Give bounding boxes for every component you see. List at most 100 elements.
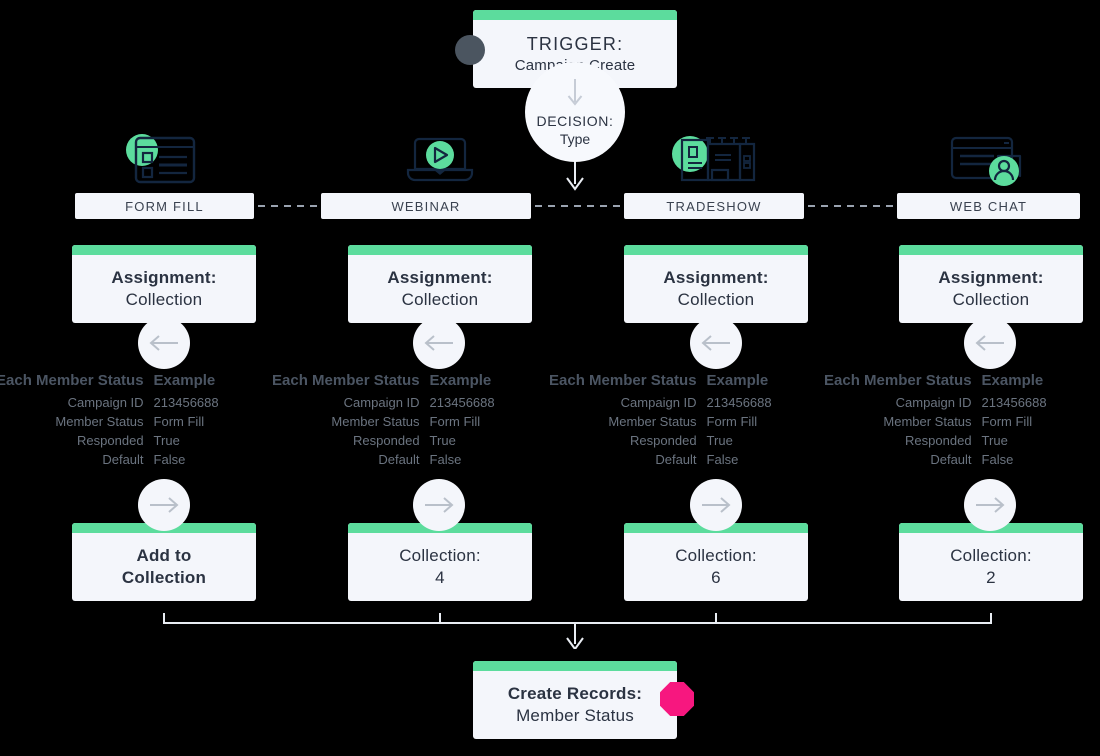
table-row: Responded True [272, 431, 495, 450]
channel-label-tradeshow[interactable]: TRADESHOW [624, 193, 804, 219]
table-header-field: Each Member Status [824, 372, 972, 389]
card-accent-bar [899, 245, 1083, 255]
output-subtitle: Collection [121, 568, 207, 587]
arrow-right-icon [976, 497, 1005, 513]
output-title: Collection: [675, 546, 757, 566]
arrow-left-icon [424, 335, 453, 351]
arrow-down-icon [567, 79, 583, 106]
table-cell-example: 213456688 [706, 395, 772, 410]
table-cell-field: Campaign ID [895, 395, 972, 410]
table-cell-field: Member Status [883, 414, 972, 429]
output-node-collection-4[interactable]: Collection: 4 [348, 523, 532, 601]
output-node-add-to-collection[interactable]: Add to Collection [72, 523, 256, 601]
card-accent-bar [473, 661, 677, 671]
assignment-subtitle: Collection [125, 290, 203, 309]
dashed-connector-1 [258, 205, 321, 207]
back-arrow-badge-form-fill[interactable] [138, 317, 190, 369]
output-subtitle: 2 [986, 568, 996, 587]
table-cell-field: Responded [905, 433, 972, 448]
dashed-connector-3 [808, 205, 893, 207]
table-header-field: Each Member Status [272, 372, 420, 389]
table-cell-example: Form Fill [981, 414, 1033, 429]
merge-line-1 [163, 597, 165, 623]
merge-down-arrow-icon [566, 622, 584, 651]
table-cell-example: Form Fill [429, 414, 481, 429]
assignment-title: Assignment: [387, 268, 493, 288]
forward-arrow-badge-form-fill[interactable] [138, 479, 190, 531]
card-accent-bar [72, 245, 256, 255]
tradeshow-booth-icon [672, 136, 756, 182]
table-header-example: Example [429, 372, 492, 389]
table-cell-field: Responded [77, 433, 144, 448]
back-arrow-badge-tradeshow[interactable] [690, 317, 742, 369]
channel-label-web-chat[interactable]: WEB CHAT [897, 193, 1080, 219]
create-records-node[interactable]: Create Records: Member Status [473, 661, 677, 739]
table-row: Default False [549, 450, 772, 469]
table-cell-example: True [981, 433, 1008, 448]
member-status-table-webinar: Each Member Status Example Campaign ID 2… [272, 371, 495, 469]
merge-line-2 [439, 597, 441, 623]
output-title: Collection: [950, 546, 1032, 566]
arrow-right-icon [150, 497, 179, 513]
table-cell-field: Responded [353, 433, 420, 448]
table-row: Campaign ID 213456688 [549, 393, 772, 412]
decision-title: DECISION: [536, 113, 614, 129]
merge-line-4 [990, 597, 992, 623]
table-row: Member Status Form Fill [549, 412, 772, 431]
forward-arrow-badge-web-chat[interactable] [964, 479, 1016, 531]
decision-node[interactable]: DECISION: Type [525, 62, 625, 162]
assignment-node-tradeshow[interactable]: Assignment: Collection [624, 245, 808, 323]
arrow-left-icon [975, 335, 1004, 351]
output-title: Add to [136, 546, 192, 566]
output-subtitle: 6 [711, 568, 721, 587]
dashed-connector-2 [535, 205, 620, 207]
table-cell-example: False [706, 452, 739, 467]
card-accent-bar [473, 10, 677, 20]
table-cell-field: Campaign ID [620, 395, 697, 410]
table-cell-field: Campaign ID [343, 395, 420, 410]
table-row: Member Status Form Fill [272, 412, 495, 431]
assignment-node-web-chat[interactable]: Assignment: Collection [899, 245, 1083, 323]
table-header-example: Example [153, 372, 216, 389]
table-header-field: Each Member Status [549, 372, 697, 389]
table-cell-example: Form Fill [153, 414, 205, 429]
back-arrow-badge-webinar[interactable] [413, 317, 465, 369]
table-row: Default False [824, 450, 1047, 469]
table-header-example: Example [981, 372, 1044, 389]
output-node-collection-2[interactable]: Collection: 2 [899, 523, 1083, 601]
table-cell-field: Member Status [55, 414, 144, 429]
forward-arrow-badge-webinar[interactable] [413, 479, 465, 531]
table-cell-field: Member Status [608, 414, 697, 429]
table-cell-example: False [153, 452, 186, 467]
card-accent-bar [624, 245, 808, 255]
table-header-field: Each Member Status [0, 372, 144, 389]
table-row: Member Status Form Fill [824, 412, 1047, 431]
final-title: Create Records: [507, 684, 643, 704]
form-fill-icon [126, 134, 196, 184]
table-cell-field: Member Status [331, 414, 420, 429]
output-node-collection-6[interactable]: Collection: 6 [624, 523, 808, 601]
assignment-subtitle: Collection [677, 290, 755, 309]
card-accent-bar [348, 245, 532, 255]
forward-arrow-badge-tradeshow[interactable] [690, 479, 742, 531]
merge-line-3 [715, 597, 717, 623]
table-row: Responded True [824, 431, 1047, 450]
assignment-node-webinar[interactable]: Assignment: Collection [348, 245, 532, 323]
back-arrow-badge-web-chat[interactable] [964, 317, 1016, 369]
table-cell-example: 213456688 [981, 395, 1047, 410]
table-cell-field: Default [930, 452, 972, 467]
table-cell-example: Form Fill [706, 414, 758, 429]
channel-label-text: TRADESHOW [666, 198, 762, 214]
assignment-title: Assignment: [938, 268, 1044, 288]
table-cell-example: True [429, 433, 456, 448]
assignment-node-form-fill[interactable]: Assignment: Collection [72, 245, 256, 323]
output-subtitle: 4 [435, 568, 445, 587]
table-row: Responded True [549, 431, 772, 450]
table-cell-example: False [981, 452, 1014, 467]
table-cell-example: True [153, 433, 180, 448]
channel-label-webinar[interactable]: WEBINAR [321, 193, 531, 219]
channel-label-form-fill[interactable]: FORM FILL [75, 193, 254, 219]
channel-label-text: WEBINAR [391, 198, 461, 214]
arrow-right-icon [425, 497, 454, 513]
